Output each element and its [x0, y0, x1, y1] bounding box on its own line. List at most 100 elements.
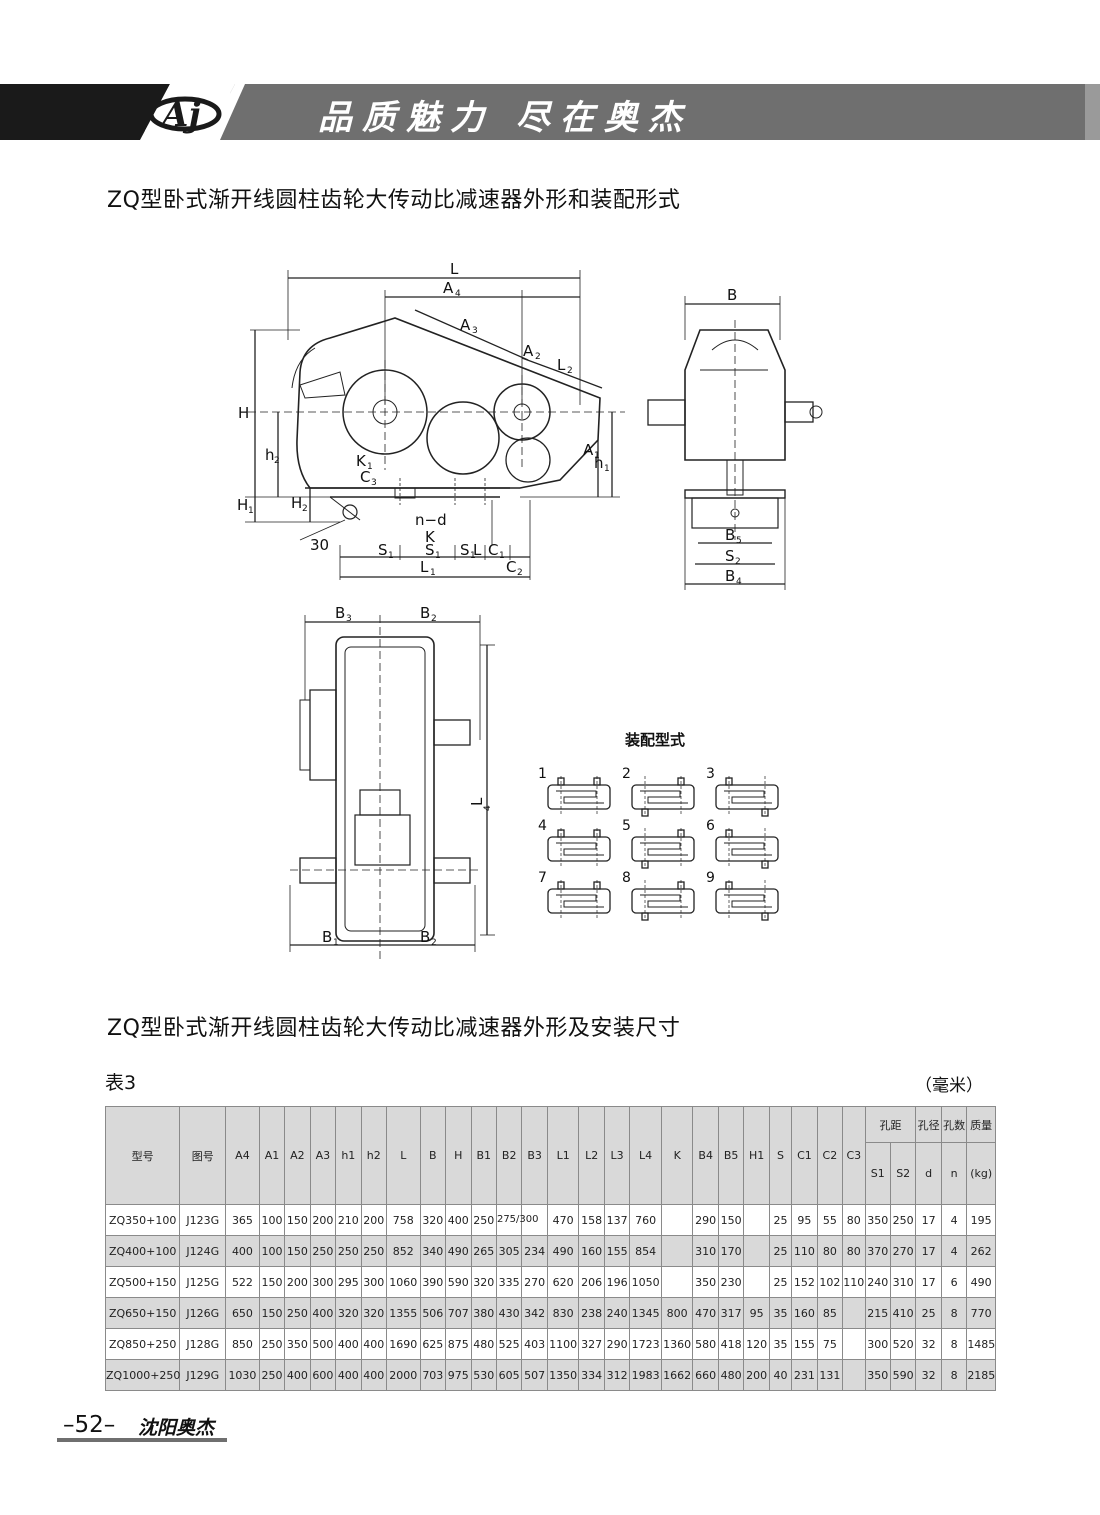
table-cell: 300: [360, 1266, 388, 1298]
table-cell: 370: [864, 1235, 891, 1267]
table-cell: 75: [816, 1328, 844, 1360]
table-cell: 80: [816, 1235, 844, 1267]
table-cell: 854: [629, 1235, 662, 1267]
dim-h2: h: [265, 446, 275, 464]
table-cell: 35: [768, 1328, 793, 1360]
assembly-number: 8: [622, 870, 631, 886]
dim-A2-sub: 2: [535, 352, 541, 362]
table-cell: 620: [546, 1266, 580, 1298]
table-cell: ZQ400+100: [104, 1235, 181, 1267]
table-cell: ZQ350+100: [104, 1204, 181, 1236]
table-cell: 160: [791, 1297, 818, 1329]
dim-h1: h: [594, 454, 604, 472]
dim-S1a-sub: 1: [388, 551, 394, 561]
table-cell: 300: [309, 1266, 337, 1298]
table-cell: [842, 1297, 866, 1329]
dim-K1-sub: 1: [367, 462, 373, 472]
dim-L: L: [450, 260, 459, 278]
dim-Lb: L: [473, 541, 482, 559]
dim-S1c: S: [460, 541, 470, 559]
th-S1: S1: [864, 1142, 891, 1205]
table-cell: 200: [743, 1359, 770, 1391]
dim-A3-sub: 3: [472, 326, 478, 336]
dim-C2-sub: 2: [517, 568, 523, 578]
dim-C3: C: [360, 468, 370, 486]
assembly-form: 4: [538, 818, 611, 868]
table-cell: 55: [816, 1204, 844, 1236]
table-cell: 1723: [629, 1328, 662, 1360]
table-cell: 210: [335, 1204, 362, 1236]
th-B1: B1: [470, 1106, 497, 1205]
table-cell: 40: [768, 1359, 793, 1391]
th-hole-spacing: 孔距: [864, 1106, 917, 1143]
table-cell: 410: [889, 1297, 917, 1329]
assembly-number: 9: [706, 870, 715, 886]
table-cell: 150: [284, 1235, 311, 1267]
table-cell: [842, 1328, 866, 1360]
table-cell: J129G: [179, 1359, 227, 1391]
table-cell: 480: [470, 1328, 497, 1360]
table-cell: 852: [386, 1235, 421, 1267]
table-cell: 1662: [660, 1359, 694, 1391]
table-cell: 350: [864, 1204, 891, 1236]
table-cell: 200: [360, 1204, 388, 1236]
dim-h1-sub: 1: [604, 464, 610, 474]
th-L1: L1: [546, 1106, 580, 1205]
table-cell: 25: [768, 1204, 793, 1236]
assembly-form: 5: [622, 818, 695, 869]
table-cell: 580: [692, 1328, 719, 1360]
table-cell: 310: [889, 1266, 917, 1298]
table-cell: 1355: [386, 1297, 421, 1329]
dim-S1a: S: [378, 541, 388, 559]
logo-text: Aj: [159, 95, 201, 135]
table-cell: 1690: [386, 1328, 421, 1360]
table-head: 型号 图号 A4 A1 A2 A3 h1 h2 L B H B1 B2 B3 L…: [104, 1106, 996, 1205]
th-n: n: [940, 1142, 968, 1205]
table-cell: [660, 1266, 694, 1298]
assembly-form: 8: [622, 870, 695, 921]
table-cell: 150: [258, 1297, 286, 1329]
table-cell: 400: [335, 1328, 362, 1360]
assembly-body: [547, 784, 611, 810]
table-cell: 4: [940, 1235, 968, 1267]
table-cell: 390: [419, 1266, 447, 1298]
table-cell: 275/300: [495, 1204, 539, 1236]
table-cell: 240: [603, 1297, 631, 1329]
table-cell: 1983: [629, 1359, 662, 1391]
table-cell: 320: [419, 1204, 447, 1236]
th-mass-unit: (kg): [966, 1142, 996, 1205]
table-cell: ZQ500+150: [104, 1266, 181, 1298]
table-cell: 150: [717, 1204, 745, 1236]
table-cell: 1360: [660, 1328, 694, 1360]
table-cell: 340: [419, 1235, 447, 1267]
table-cell: 480: [717, 1359, 745, 1391]
front-view-labels: L A 4 A 3 A 2 L 2 A 1 h 1 H h 2 H 1 H 2 …: [237, 260, 610, 578]
table-cell: 490: [546, 1235, 580, 1267]
table-cell: 1060: [386, 1266, 421, 1298]
table-cell: J125G: [179, 1266, 227, 1298]
table-cell: 470: [692, 1297, 719, 1329]
footer-company: 沈阳奥杰: [138, 1417, 215, 1439]
assembly-body: [547, 836, 611, 862]
table-cell: 530: [470, 1359, 497, 1391]
th-L: L: [386, 1106, 421, 1205]
section2-title: ZQ型卧式渐开线圆柱齿轮大传动比减速器外形及安装尺寸: [107, 1016, 681, 1041]
table-cell: 400: [335, 1359, 362, 1391]
table-cell: 400: [284, 1359, 311, 1391]
table-cell: 250: [258, 1359, 286, 1391]
th-S: S: [768, 1106, 793, 1205]
table-cell: 238: [578, 1297, 605, 1329]
dim-H: H: [238, 404, 249, 422]
table-cell: 250: [335, 1235, 362, 1267]
table-cell: 758: [386, 1204, 421, 1236]
table-cell: 400: [360, 1328, 388, 1360]
table-cell: 80: [842, 1235, 866, 1267]
th-B: B: [419, 1106, 447, 1205]
dim-L4: L: [468, 797, 486, 806]
assembly-body: [715, 888, 779, 914]
table-cell: 850: [225, 1328, 260, 1360]
table-cell: 525: [495, 1328, 523, 1360]
